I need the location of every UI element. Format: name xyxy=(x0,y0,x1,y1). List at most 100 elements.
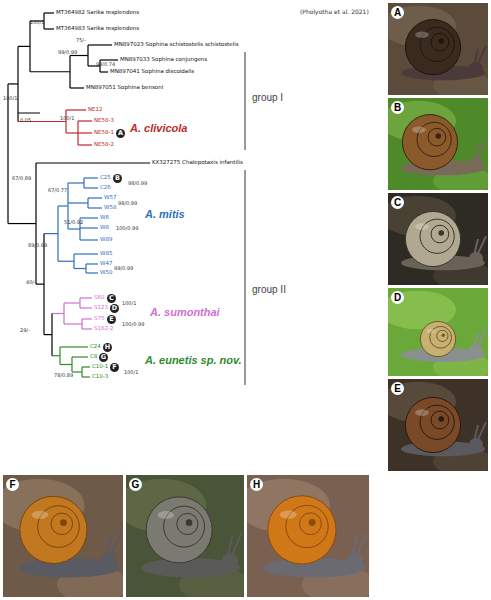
tree-branch xyxy=(44,12,54,13)
taxon-label: S60 xyxy=(94,295,105,301)
taxon-label: MT364982 Sarika resplendens xyxy=(56,10,139,16)
tree-branch xyxy=(18,46,30,47)
tree-branch xyxy=(58,261,74,262)
taxon-label: W85 xyxy=(100,251,112,257)
group-bracket xyxy=(244,52,246,150)
photo-panel: C xyxy=(388,193,488,285)
support-value: 89/0.99 xyxy=(28,243,47,248)
tree-branch xyxy=(88,207,102,208)
support-value: 67/0.89 xyxy=(12,176,31,181)
photo-panel: D xyxy=(388,288,488,376)
tree-branch xyxy=(66,132,78,133)
taxon-label: W50 xyxy=(100,270,112,276)
taxon-label: KX327275 Chalepotaxis infantilis xyxy=(152,160,243,166)
tree-branch xyxy=(36,162,150,163)
specimen-badge: F xyxy=(110,363,119,372)
specimen-badge: B xyxy=(113,174,122,183)
taxon-label: W6 xyxy=(100,215,109,221)
tree-branch xyxy=(86,263,98,264)
tree-branch xyxy=(84,177,98,178)
species-name: A. eunetis sp. nov. xyxy=(145,355,242,366)
taxon-label: NE58-2 xyxy=(94,142,114,148)
photo-panel: F xyxy=(3,475,123,597)
photo-panel: B xyxy=(388,98,488,190)
photo-panel: G xyxy=(126,475,244,597)
support-value: 99/0.99 xyxy=(114,266,133,271)
panel-letter: A xyxy=(391,6,404,19)
specimen-badge: A xyxy=(116,129,125,138)
badge-letter: B xyxy=(115,174,120,182)
taxon-label: NE58-1 xyxy=(94,130,114,136)
specimen-badge: D xyxy=(110,304,119,313)
tree-branch xyxy=(72,356,88,357)
taxon-label: W58 xyxy=(104,205,116,211)
group-bracket xyxy=(244,170,246,385)
tree-branch xyxy=(100,59,118,60)
taxon-label: MN897023 Sophina schistostelis schistost… xyxy=(114,42,239,48)
tree-branch xyxy=(86,272,98,273)
taxon-label: C8 xyxy=(90,354,97,360)
support-value: 67/0.77 xyxy=(48,188,67,193)
badge-letter: A xyxy=(118,129,123,137)
tree-branch xyxy=(30,71,70,72)
support-value: 98/0.99 xyxy=(118,201,137,206)
panel-letter: H xyxy=(250,478,263,491)
support-value: 100/1 xyxy=(122,301,136,306)
species-name: A. sumonthai xyxy=(150,307,220,318)
badge-letter: C xyxy=(109,294,114,302)
taxon-label: S123 xyxy=(94,305,108,311)
tree-branch xyxy=(74,253,98,254)
tree-branch xyxy=(80,227,98,228)
tree-branch xyxy=(80,307,92,308)
taxon-label: MN897051 Sophina bensoni xyxy=(86,85,163,91)
tree-branch xyxy=(82,366,90,367)
tree-branch xyxy=(82,328,92,329)
specimen-badge: E xyxy=(107,315,116,324)
tree-branch xyxy=(8,83,18,84)
taxon-label: C26 xyxy=(100,185,111,191)
panel-letter: C xyxy=(391,196,404,209)
scale-bar xyxy=(18,113,40,114)
tree-branch xyxy=(68,228,80,229)
specimen-badge: C xyxy=(107,294,116,303)
tree-branch xyxy=(84,187,98,188)
tree-branch xyxy=(78,132,92,133)
tree-branch xyxy=(78,144,92,145)
taxon-label: MN897041 Sophina discoidalis xyxy=(110,69,194,75)
tree-branch xyxy=(88,197,102,198)
taxon-label: C10-1 xyxy=(92,364,108,370)
tree-branch xyxy=(100,71,108,72)
tree-branch xyxy=(52,313,64,314)
badge-letter: D xyxy=(112,304,117,312)
tree-branch xyxy=(64,302,80,303)
taxon-label: W57 xyxy=(104,195,116,201)
badge-letter: E xyxy=(109,315,113,323)
tree-branch xyxy=(66,109,86,110)
snail-photo xyxy=(388,379,488,471)
taxon-label: W89 xyxy=(100,237,112,243)
taxon-label: C25 xyxy=(100,175,111,181)
taxon-label: W8 xyxy=(100,225,109,231)
taxon-label: NE12 xyxy=(88,107,103,113)
tree-branch xyxy=(44,334,52,335)
badge-letter: G xyxy=(101,353,106,361)
tree-branch xyxy=(60,346,88,347)
tree-branch xyxy=(80,239,98,240)
photo-panel: H xyxy=(247,475,369,597)
taxon-label: C10-3 xyxy=(92,374,108,380)
tree-branch xyxy=(74,268,86,269)
panel-letter: B xyxy=(391,101,404,114)
taxon-label: C24 xyxy=(90,344,101,350)
panel-letter: D xyxy=(391,291,404,304)
tree-branch xyxy=(68,182,84,183)
citation: (Pholyotha et al. 2021) xyxy=(300,9,369,15)
support-value: 100/1 xyxy=(60,116,74,121)
support-value: 100/1 xyxy=(30,20,44,25)
support-value: 100/1 xyxy=(124,370,138,375)
tree-branch xyxy=(52,355,60,356)
panel-letter: F xyxy=(6,478,19,491)
support-value: 75/- xyxy=(76,38,86,43)
tree-branch xyxy=(68,202,88,203)
tree-branch xyxy=(64,323,82,324)
support-value: 100/0.99 xyxy=(122,322,144,327)
